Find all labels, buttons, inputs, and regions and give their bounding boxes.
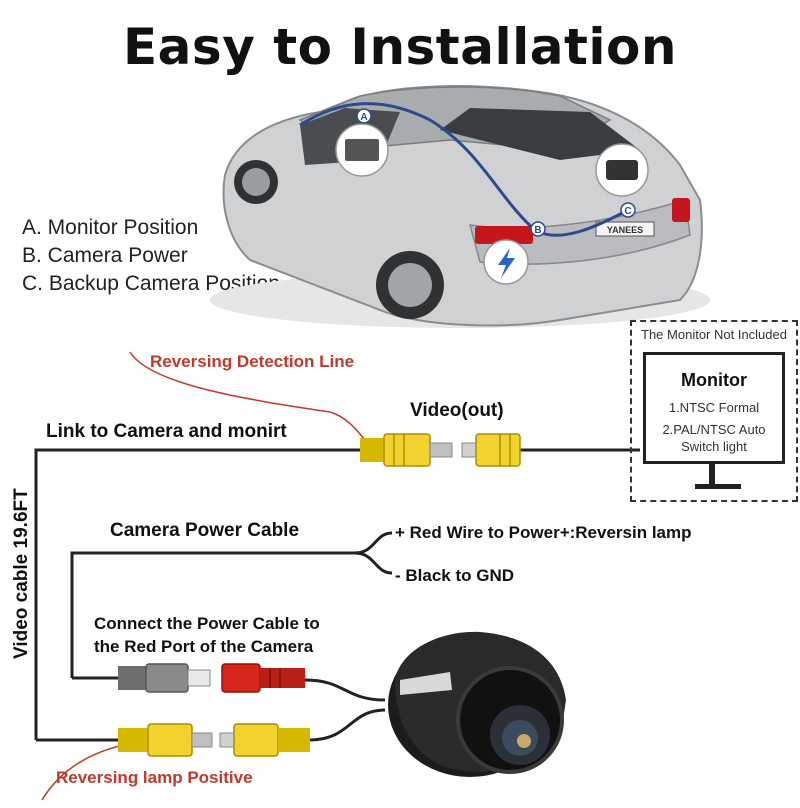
page-title: Easy to Installation bbox=[123, 18, 677, 76]
connect-instruction-line1: Connect the Power Cable to bbox=[94, 614, 320, 633]
video-cable-main bbox=[34, 448, 360, 740]
reversing-lamp-line bbox=[41, 743, 129, 801]
license-plate-text: YANEES bbox=[607, 225, 643, 235]
power-icon bbox=[498, 248, 515, 278]
marker-a: A bbox=[360, 112, 367, 123]
reversing-lamp-label: Reversing lamp Positive bbox=[56, 768, 253, 787]
power-cable-label: Camera Power Cable bbox=[110, 520, 300, 541]
power-plug-pair bbox=[118, 663, 305, 693]
car-illustration: YANEES A B C bbox=[210, 85, 710, 328]
link-camera-label: Link to Camera and monirt bbox=[46, 421, 287, 442]
rca-video-pair-bottom bbox=[118, 723, 310, 757]
rca-video-pair-top bbox=[360, 433, 521, 467]
legend-camera-power: B. Camera Power bbox=[22, 244, 188, 267]
monitor-not-included-box bbox=[630, 320, 798, 502]
reversing-detection-label: Reversing Detection Line bbox=[150, 352, 355, 371]
camera-pigtail-video bbox=[309, 708, 386, 742]
backup-camera bbox=[388, 631, 566, 777]
monitor-stand bbox=[709, 464, 715, 484]
monitor-screen bbox=[643, 352, 785, 464]
legend-backup-camera-position: C. Backup Camera Position bbox=[22, 272, 280, 295]
monitor-spec-2: 2.PAL/NTSC Auto bbox=[662, 422, 766, 437]
camera-pigtail-red bbox=[304, 678, 386, 702]
reversing-detection-line bbox=[129, 351, 373, 449]
video-cable-length-label: Video cable 19.6FT bbox=[11, 488, 32, 659]
video-out-label: Video(out) bbox=[410, 400, 504, 421]
marker-b: B bbox=[534, 225, 541, 236]
black-wire-branch bbox=[354, 551, 393, 575]
red-wire-branch bbox=[354, 531, 393, 555]
monitor-spec-1: 1.NTSC Formal bbox=[668, 400, 760, 415]
monitor-title: Monitor bbox=[681, 370, 747, 390]
monitor-spec-3: Switch light bbox=[681, 439, 747, 454]
monitor-base bbox=[695, 484, 741, 489]
legend-monitor-position: A. Monitor Position bbox=[22, 216, 199, 239]
connect-instruction-line2: the Red Port of the Camera bbox=[94, 637, 314, 656]
red-wire-label: + Red Wire to Power+:Reversin lamp bbox=[395, 523, 692, 542]
marker-c: C bbox=[624, 206, 631, 217]
monitor-thumbnail bbox=[345, 139, 379, 161]
cables bbox=[34, 448, 640, 742]
black-gnd-label: - Black to GND bbox=[395, 566, 515, 585]
power-cable bbox=[70, 551, 355, 678]
monitor-note: The Monitor Not Included bbox=[641, 327, 787, 342]
backup-camera-thumbnail bbox=[606, 160, 638, 180]
